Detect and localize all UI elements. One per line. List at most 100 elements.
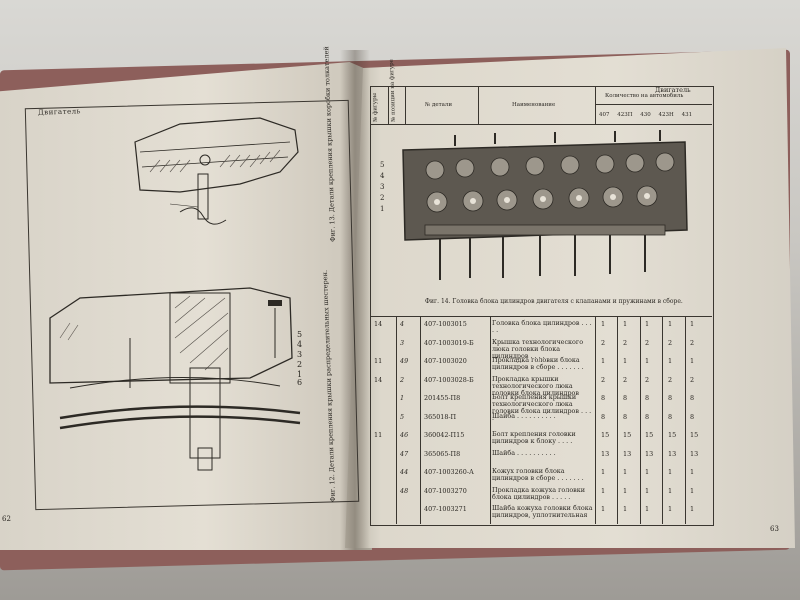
header-bottom-rule [370,124,712,125]
model-431: 431 [681,112,693,118]
left-page [0,62,372,550]
row-qty: 1 [623,320,628,328]
row-qty: 1 [601,320,606,328]
row-qty: 1 [668,505,673,513]
row-qty: 15 [645,431,654,439]
row-qty: 1 [601,468,606,476]
row-qty: 2 [690,338,695,347]
row-qty: 1 [690,486,695,495]
row-name: Кожух головки блока цилиндров в сборе . … [492,467,584,482]
row-qty: 1 [645,486,650,495]
row-pos-no: 47 [400,449,409,458]
table-col-divider [420,316,421,524]
row-part-no: 407-1003028-Б [424,375,474,384]
callout-6: 6 [297,378,303,387]
row-qty: 2 [623,375,628,384]
row-name: Шайба кожуха головки блока цилиндров, уп… [492,504,593,519]
fig14-callout-1: 1 [380,205,385,213]
callout-2: 2 [297,360,303,369]
row-qty: 1 [668,486,673,495]
row-qty: 2 [690,375,695,384]
row-qty: 8 [645,412,650,421]
col-fig-no: № фигуры [371,92,379,122]
row-qty: 2 [601,338,606,347]
row-qty: 1 [645,357,650,365]
row-part-no: 201455-П8 [424,394,461,402]
row-qty: 1 [645,320,650,328]
left-page-number: 62 [2,515,11,523]
row-fig-no: 11 [374,431,383,439]
row-pos-no: 4 [400,320,405,328]
row-qty: 15 [601,431,610,439]
row-part-no: 407-1003020 [424,357,467,365]
col-pos-no: № позиции на фигуре [389,59,397,122]
row-qty: 8 [645,394,650,402]
row-name: Шайба . . . . . . . . . . [492,448,556,457]
model-423p: 423П [617,112,633,118]
callout-4: 4 [297,340,303,349]
row-qty: 13 [623,449,632,458]
row-fig-no: 11 [374,357,383,365]
row-pos-no: 3 [400,338,405,347]
row-part-no: 360042-П15 [424,431,465,439]
fig12-drawing [49,287,301,471]
row-pos-no: 49 [400,357,409,365]
fig14-callouts: 5 4 3 2 1 [380,160,384,215]
row-part-no: 407-1003015 [424,320,467,328]
fig14-drawing [402,130,688,280]
row-name: Болт крепления крышки технологического л… [492,393,592,422]
fig12-callouts: 5 4 3 2 1 [297,330,302,380]
row-part-no: 365065-П8 [424,449,461,458]
right-page-header: Двигатель [655,86,691,94]
row-pos-no: 46 [400,431,409,439]
row-pos-no: 48 [400,486,409,495]
fig13-drawing [134,117,299,225]
fig14-callout-5: 5 [380,161,385,169]
book-spine [340,50,370,550]
row-qty: 15 [623,431,632,439]
row-name: Крышка технологического люка головки бло… [492,337,584,360]
row-qty: 2 [623,338,628,347]
callout-3: 3 [297,350,303,359]
row-qty: 15 [668,431,677,439]
fig14-callout-2: 2 [380,194,385,202]
row-pos-no: 2 [400,375,405,384]
row-part-no: 407-1003019-Б [424,338,474,347]
table-col-divider [662,316,663,524]
col-qty: Количество на автомобиль [605,93,684,99]
model-list: 407 423П 430 423Н 431 [599,112,692,118]
row-qty: 1 [690,505,695,513]
row-qty: 2 [645,338,650,347]
row-qty: 1 [623,486,628,495]
row-qty: 1 [601,357,606,365]
model-423n: 423Н [658,112,674,118]
callout-5: 5 [297,330,303,339]
col-divider [478,86,479,124]
row-qty: 1 [668,357,673,365]
row-qty: 8 [668,394,673,402]
left-page-header: Двигатель [37,107,82,117]
row-pos-no: 44 [400,468,409,476]
row-qty: 1 [668,468,673,476]
col-part-no: № детали [425,102,453,108]
right-page-number: 63 [770,525,779,533]
row-qty: 1 [623,468,628,476]
row-name: Головка блока цилиндров . . . . . [492,319,592,334]
table-col-divider [617,316,618,524]
row-name: Болт крепления головки цилиндров к блоку… [492,430,576,445]
col-name: Наименование [512,102,556,108]
col-divider [595,86,596,124]
row-fig-no: 14 [374,375,383,384]
row-qty: 2 [645,375,650,384]
row-qty: 8 [601,412,606,421]
row-qty: 13 [668,449,677,458]
fig14-caption: Фиг. 14. Головка блока цилиндров двигате… [425,298,683,305]
fig14-callout-4: 4 [380,172,385,180]
row-pos-no: 5 [400,412,405,421]
row-qty: 13 [601,449,610,458]
row-name: Прокладка кожуха головки блока цилиндров… [492,485,586,501]
table-col-divider [396,316,397,524]
row-name: Шайба . . . . . . . . . . [492,411,556,420]
qty-subheader-rule [595,104,712,105]
